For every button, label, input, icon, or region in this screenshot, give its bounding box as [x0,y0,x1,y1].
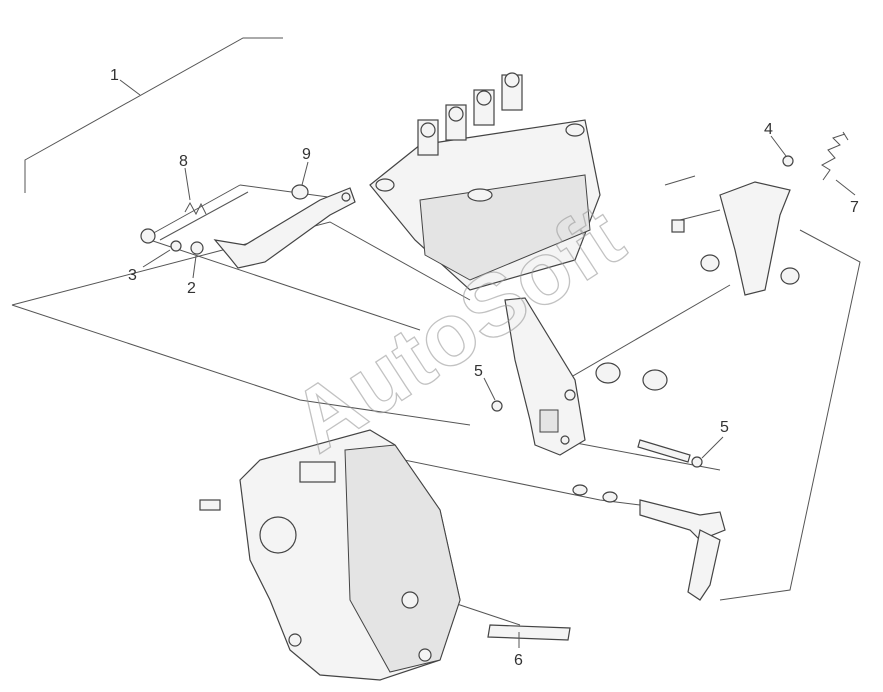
washers [170,155,794,503]
injection-pump [369,72,601,291]
callout-7: 7 [850,199,859,216]
callout-1: 1 [110,67,119,84]
callout-6: 6 [514,652,523,669]
lever-9 [213,187,356,269]
callout-9: 9 [302,146,311,163]
callout-4: 4 [764,121,773,138]
governor-housing [239,429,461,681]
callout-8: 8 [179,153,188,170]
callout-2: 2 [187,280,196,297]
shafts [199,439,726,641]
rod-8 [140,184,249,244]
spring-7 [821,131,849,181]
callouts: 1 2 3 4 5 5 6 7 8 9 [110,67,859,669]
control-arm [504,297,586,456]
governor-bracket [664,175,791,296]
callout-3: 3 [128,267,137,284]
assembly-bracket [24,37,283,193]
callout-5-left: 5 [474,363,483,380]
bushings [291,184,800,391]
callout-leaders [142,135,856,648]
callout-5-right: 5 [720,419,729,436]
